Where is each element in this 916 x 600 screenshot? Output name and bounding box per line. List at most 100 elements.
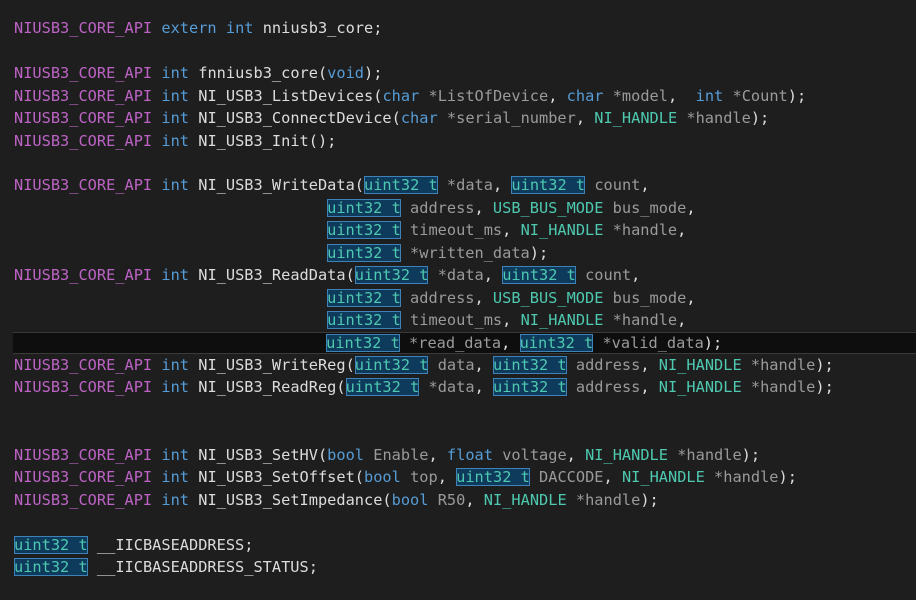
macro-token: NIUSB3_CORE_API bbox=[14, 378, 153, 396]
keyword-token: float bbox=[446, 446, 493, 464]
current-line[interactable]: uint32_t *read_data, uint32_t *valid_dat… bbox=[13, 332, 916, 354]
highlighted-type-token: uint32_t bbox=[327, 289, 401, 307]
code-line[interactable]: uint32_t timeout_ms, NI_HANDLE *handle, bbox=[327, 311, 687, 329]
type-token: NI_HANDLE bbox=[520, 311, 604, 329]
function-name: NI_USB3_WriteReg( bbox=[198, 356, 355, 374]
code-line[interactable]: NIUSB3_CORE_API int NI_USB3_WriteData(ui… bbox=[14, 176, 650, 194]
code-line[interactable]: uint32_t __IICBASEADDRESS_STATUS; bbox=[14, 556, 916, 578]
code-line[interactable]: uint32_t address, USB_BUS_MODE bus_mode, bbox=[327, 199, 696, 217]
type-token: USB_BUS_MODE bbox=[492, 199, 604, 217]
function-name: NI_USB3_ConnectDevice( bbox=[198, 109, 401, 127]
highlighted-type-token: uint32_t bbox=[14, 536, 88, 554]
code-line[interactable]: NIUSB3_CORE_API extern int nniusb3_core; bbox=[14, 17, 916, 39]
code-line[interactable]: uint32_t address, USB_BUS_MODE bus_mode, bbox=[327, 289, 696, 307]
param-token: *data bbox=[428, 378, 475, 396]
highlighted-type-token: uint32_t bbox=[327, 311, 401, 329]
param-token: voltage bbox=[502, 446, 567, 464]
code-line[interactable]: NIUSB3_CORE_API int NI_USB3_WriteReg(uin… bbox=[14, 356, 834, 374]
highlighted-type-token: uint32_t bbox=[327, 199, 401, 217]
code-line[interactable]: NIUSB3_CORE_API int NI_USB3_ListDevices(… bbox=[14, 87, 807, 105]
code-line[interactable]: NIUSB3_CORE_API int NI_USB3_ReadReg(uint… bbox=[14, 378, 834, 396]
code-line[interactable]: NIUSB3_CORE_API int NI_USB3_ReadData(uin… bbox=[14, 266, 641, 284]
type-token: NI_HANDLE bbox=[658, 378, 742, 396]
param-token: *data bbox=[446, 176, 493, 194]
param-token: *Count bbox=[732, 87, 788, 105]
highlighted-type-token: uint32_t bbox=[511, 176, 586, 194]
param-token: *handle bbox=[750, 356, 816, 374]
type-token: NI_HANDLE bbox=[658, 356, 742, 374]
highlighted-type-token: uint32_t bbox=[327, 244, 401, 262]
macro-token: NIUSB3_CORE_API bbox=[14, 491, 153, 509]
type-token: USB_BUS_MODE bbox=[492, 289, 604, 307]
macro-token: NIUSB3_CORE_API bbox=[14, 87, 153, 105]
param-token: *ListOfDevice bbox=[428, 87, 549, 105]
function-name: NI_USB3_WriteData( bbox=[198, 176, 365, 194]
keyword-token: int bbox=[161, 468, 190, 486]
code-line[interactable]: uint32_t *written_data); bbox=[327, 244, 549, 262]
highlighted-type-token: uint32_t bbox=[492, 356, 567, 374]
function-name: NI_USB3_SetOffset( bbox=[198, 468, 365, 486]
param-token: *handle bbox=[612, 221, 678, 239]
macro-token: NIUSB3_CORE_API bbox=[14, 446, 153, 464]
param-token: *written_data bbox=[410, 244, 530, 262]
code-line[interactable]: NIUSB3_CORE_API int NI_USB3_SetOffset(bo… bbox=[14, 468, 797, 486]
macro-token: NIUSB3_CORE_API bbox=[14, 19, 153, 37]
param-token: *valid_data bbox=[602, 334, 704, 352]
code-line[interactable]: NIUSB3_CORE_API int NI_USB3_Init(); bbox=[14, 130, 916, 152]
keyword-token: int bbox=[225, 19, 254, 37]
param-token: *serial_number bbox=[446, 109, 576, 127]
identifier-token: __IICBASEADDRESS; bbox=[96, 536, 254, 554]
keyword-token: void bbox=[327, 64, 365, 82]
type-token: NI_HANDLE bbox=[621, 468, 705, 486]
param-token: data bbox=[437, 356, 475, 374]
highlighted-type-token: uint32_t bbox=[345, 378, 420, 396]
keyword-token: int bbox=[161, 491, 190, 509]
keyword-token: int bbox=[161, 64, 190, 82]
code-line[interactable]: NIUSB3_CORE_API int fnniusb3_core(void); bbox=[14, 64, 383, 82]
keyword-token: bool bbox=[391, 491, 429, 509]
highlighted-type-token: uint32_t bbox=[326, 334, 400, 352]
code-line[interactable]: uint32_t timeout_ms, NI_HANDLE *handle, bbox=[327, 221, 687, 239]
highlighted-type-token: uint32_t bbox=[492, 378, 567, 396]
macro-token: NIUSB3_CORE_API bbox=[14, 109, 153, 127]
code-line[interactable]: NIUSB3_CORE_API int NI_USB3_SetHV(bool E… bbox=[14, 446, 761, 464]
keyword-token: int bbox=[161, 356, 190, 374]
param-token: timeout_ms bbox=[410, 221, 503, 239]
highlighted-type-token: uint32_t bbox=[354, 356, 429, 374]
macro-token: NIUSB3_CORE_API bbox=[14, 356, 153, 374]
keyword-token: int bbox=[161, 266, 190, 284]
highlighted-type-token: uint32_t bbox=[456, 468, 530, 486]
highlighted-type-token: uint32_t bbox=[502, 266, 576, 284]
param-token: *handle bbox=[686, 109, 751, 127]
function-name: NI_USB3_Init(); bbox=[198, 132, 337, 150]
function-name: NI_USB3_ListDevices( bbox=[198, 87, 383, 105]
param-token: count bbox=[585, 266, 632, 284]
param-token: address bbox=[410, 289, 475, 307]
function-name: NI_USB3_ReadData( bbox=[198, 266, 355, 284]
code-line[interactable]: NIUSB3_CORE_API int NI_USB3_SetImpedance… bbox=[14, 491, 659, 509]
highlighted-type-token: uint32_t bbox=[14, 558, 88, 576]
keyword-token: int bbox=[161, 176, 190, 194]
function-name: NI_USB3_SetHV( bbox=[198, 446, 328, 464]
code-line[interactable]: NIUSB3_CORE_API int NI_USB3_ConnectDevic… bbox=[14, 109, 770, 127]
param-token: count bbox=[594, 176, 641, 194]
keyword-token: char bbox=[382, 87, 420, 105]
keyword-token: int bbox=[161, 378, 190, 396]
keyword-token: bool bbox=[364, 468, 401, 486]
macro-token: NIUSB3_CORE_API bbox=[14, 132, 153, 150]
keyword-token: int bbox=[161, 446, 190, 464]
type-token: NI_HANDLE bbox=[585, 446, 668, 464]
keyword-token: int bbox=[161, 87, 190, 105]
code-line[interactable]: uint32_t __IICBASEADDRESS; bbox=[14, 534, 916, 556]
identifier-token: nniusb3_core; bbox=[262, 19, 383, 37]
function-name: NI_USB3_ReadReg( bbox=[198, 378, 346, 396]
keyword-token: char bbox=[566, 87, 604, 105]
keyword-token: bool bbox=[327, 446, 365, 464]
param-token: *handle bbox=[575, 491, 641, 509]
param-token: timeout_ms bbox=[410, 311, 503, 329]
param-token: DACCODE bbox=[539, 468, 604, 486]
keyword-token: int bbox=[695, 87, 724, 105]
keyword-token: char bbox=[400, 109, 438, 127]
param-token: bus_mode bbox=[612, 289, 687, 307]
